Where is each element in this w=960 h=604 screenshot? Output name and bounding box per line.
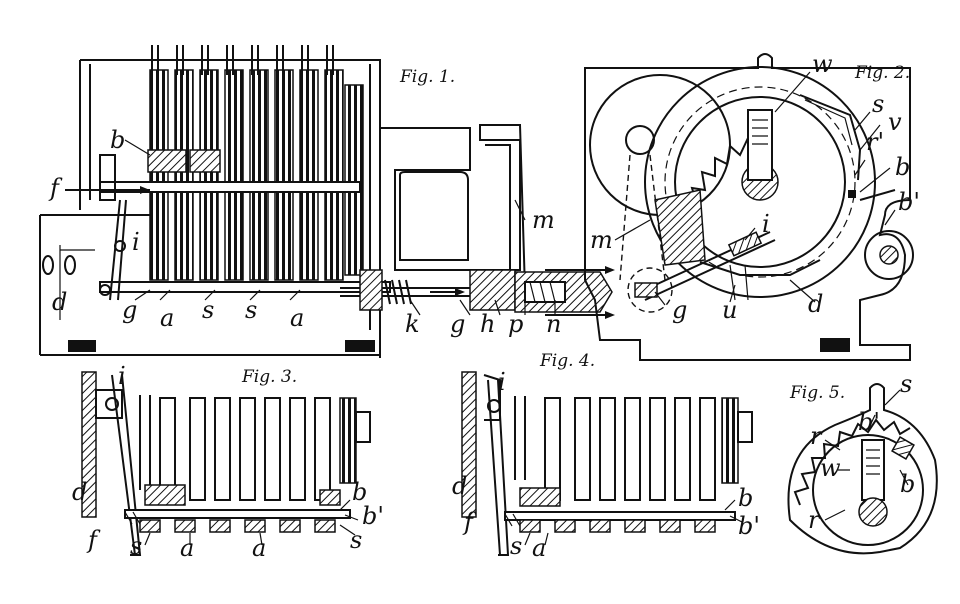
fig3-label-s2: s xyxy=(350,526,362,554)
fig1-label-d: d xyxy=(52,288,67,316)
fig3-title: Fig. 3. xyxy=(241,367,297,387)
fig1-wheel-stack xyxy=(147,45,364,281)
fig5-label-r: r xyxy=(810,422,823,450)
fig2-label-g: g xyxy=(672,296,687,324)
figure-2 xyxy=(584,53,914,361)
fig1-label-g: g xyxy=(122,296,137,324)
fig2-label-v: v xyxy=(888,108,902,136)
fig5-labels: s b' r w b r xyxy=(808,370,915,534)
figure-5 xyxy=(787,383,938,555)
fig5-label-r2: r xyxy=(808,506,821,534)
fig1-label-n: n xyxy=(546,310,561,338)
fig3-label-s: s xyxy=(130,532,142,560)
fig1-labels: b f i d g a s s a k g h p n m xyxy=(48,126,561,338)
fig1-label-s2: s xyxy=(245,296,257,324)
fig2-labels: w s v r' b b' m i g u d xyxy=(590,50,920,324)
fig2-label-s: s xyxy=(872,90,884,118)
fig3-label-b: b xyxy=(352,478,367,506)
fig5-title: Fig. 5. xyxy=(789,383,845,403)
figure-1 xyxy=(39,45,615,358)
fig2-label-b-prime: b' xyxy=(898,188,920,216)
fig2-title: Fig. 2. xyxy=(854,63,910,83)
fig3-label-a: a xyxy=(180,534,194,562)
fig1-label-m: m xyxy=(532,206,555,234)
fig2-label-d: d xyxy=(808,290,823,318)
fig1-label-g2: g xyxy=(450,310,465,338)
fig1-label-h: h xyxy=(480,310,495,338)
fig1-label-a: a xyxy=(160,304,174,332)
figure-4 xyxy=(461,371,753,556)
fig4-label-i: i xyxy=(498,368,506,396)
fig3-labels: i d f s a a b b' s xyxy=(72,362,384,562)
fig3-label-a2: a xyxy=(252,534,266,562)
fig2-label-r-prime: r' xyxy=(866,128,884,156)
fig3-label-i: i xyxy=(118,362,126,390)
fig4-label-b-prime: b' xyxy=(738,512,760,540)
fig2-label-i: i xyxy=(762,210,770,238)
fig1-label-p: p xyxy=(508,310,523,338)
fig2-label-m: m xyxy=(590,226,613,254)
fig1-label-s: s xyxy=(202,296,214,324)
fig1-label-b: b xyxy=(110,126,125,154)
fig5-label-w: w xyxy=(820,454,841,482)
fig2-label-w: w xyxy=(812,50,833,78)
fig1-label-a2: a xyxy=(290,304,304,332)
fig2-label-b: b xyxy=(895,153,910,181)
fig4-label-d: d xyxy=(452,472,467,500)
fig1-title: Fig. 1. xyxy=(399,67,455,87)
fig4-title: Fig. 4. xyxy=(539,351,595,371)
fig4-label-s: s xyxy=(510,532,522,560)
fig1-label-i: i xyxy=(132,228,140,256)
fig3-label-d: d xyxy=(72,478,87,506)
fig3-label-b-prime: b' xyxy=(362,502,384,530)
fig4-label-b: b xyxy=(738,484,753,512)
figure-3 xyxy=(81,371,371,556)
fig2-label-u: u xyxy=(722,296,737,324)
fig1-label-f: f xyxy=(48,174,63,202)
fig3-label-f: f xyxy=(86,526,101,554)
fig5-label-b: b xyxy=(900,470,915,498)
fig4-label-a: a xyxy=(532,534,546,562)
fig1-label-k: k xyxy=(405,310,420,338)
fig5-label-s: s xyxy=(900,370,912,398)
fig5-label-b-prime: b' xyxy=(858,408,880,436)
